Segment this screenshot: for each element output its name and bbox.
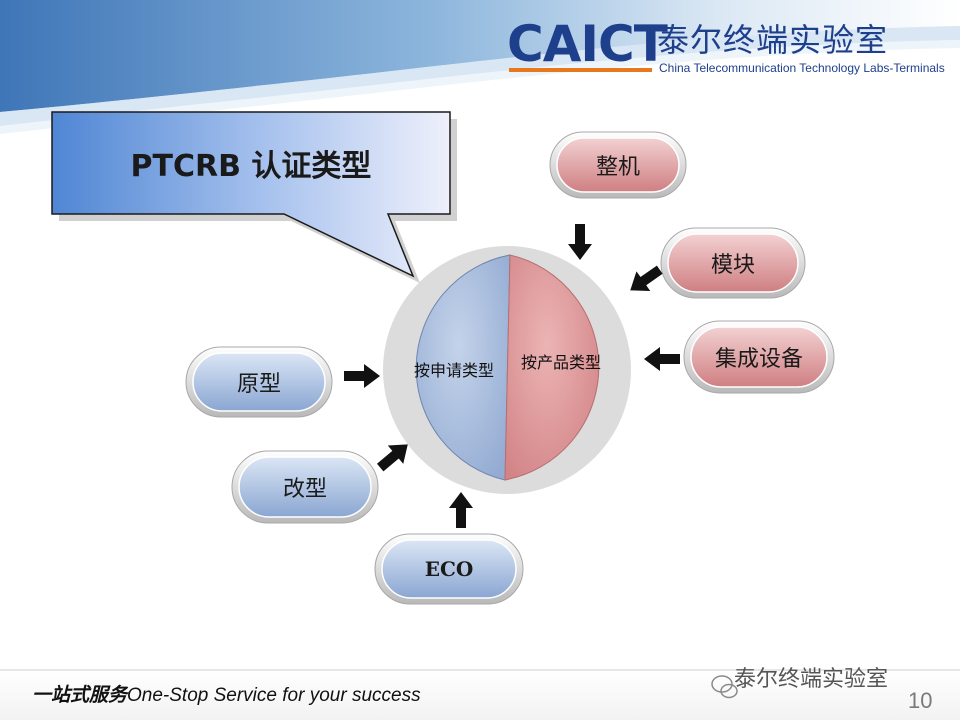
arrow-down <box>568 224 592 260</box>
arrow-up <box>449 492 473 528</box>
footer-slogan: 一站式服务One-Stop Service for your success <box>32 684 421 708</box>
arrow-right <box>344 364 380 388</box>
header-band <box>0 0 960 134</box>
wechat-account-name: 泰尔终端实验室 <box>734 667 889 692</box>
product-type-label: 按产品类型 <box>520 353 601 372</box>
pill-mokuai <box>660 227 806 299</box>
logo-english-name: China Telecommunication Technology Labs-… <box>659 61 945 75</box>
center-circle <box>383 246 631 494</box>
pill-label-mokuai: 模块 <box>710 253 755 278</box>
callout-shape <box>51 111 457 283</box>
pill-gaixing <box>231 450 379 524</box>
pill-jicheng <box>683 320 835 394</box>
pill-label-gaixing: 改型 <box>282 477 327 502</box>
pill-label-zhengji: 整机 <box>595 155 640 180</box>
caict-logo: CAICT <box>507 15 668 73</box>
arrow-downleft <box>630 265 663 291</box>
logo-underline <box>509 68 652 72</box>
pill-label-eco: ECO <box>424 557 474 581</box>
pill-zhengji <box>549 131 687 199</box>
arrow-left <box>644 347 680 371</box>
slogan-en: One-Stop Service for your success <box>127 685 421 706</box>
pill-label-yuanxing: 原型 <box>236 372 281 397</box>
slide-title: PTCRB 认证类型 <box>130 149 372 184</box>
pill-eco <box>374 533 524 605</box>
arrow-upright <box>376 444 408 472</box>
footer-band <box>0 669 960 720</box>
pill-label-jicheng: 集成设备 <box>714 347 803 372</box>
application-type-label: 按申请类型 <box>413 361 494 380</box>
wechat-icon <box>711 675 738 699</box>
page-number: 10 <box>908 688 933 713</box>
slogan-cn: 一站式服务 <box>32 685 128 706</box>
logo-chinese-name: 泰尔终端实验室 <box>657 21 889 59</box>
pill-yuanxing <box>185 346 333 418</box>
